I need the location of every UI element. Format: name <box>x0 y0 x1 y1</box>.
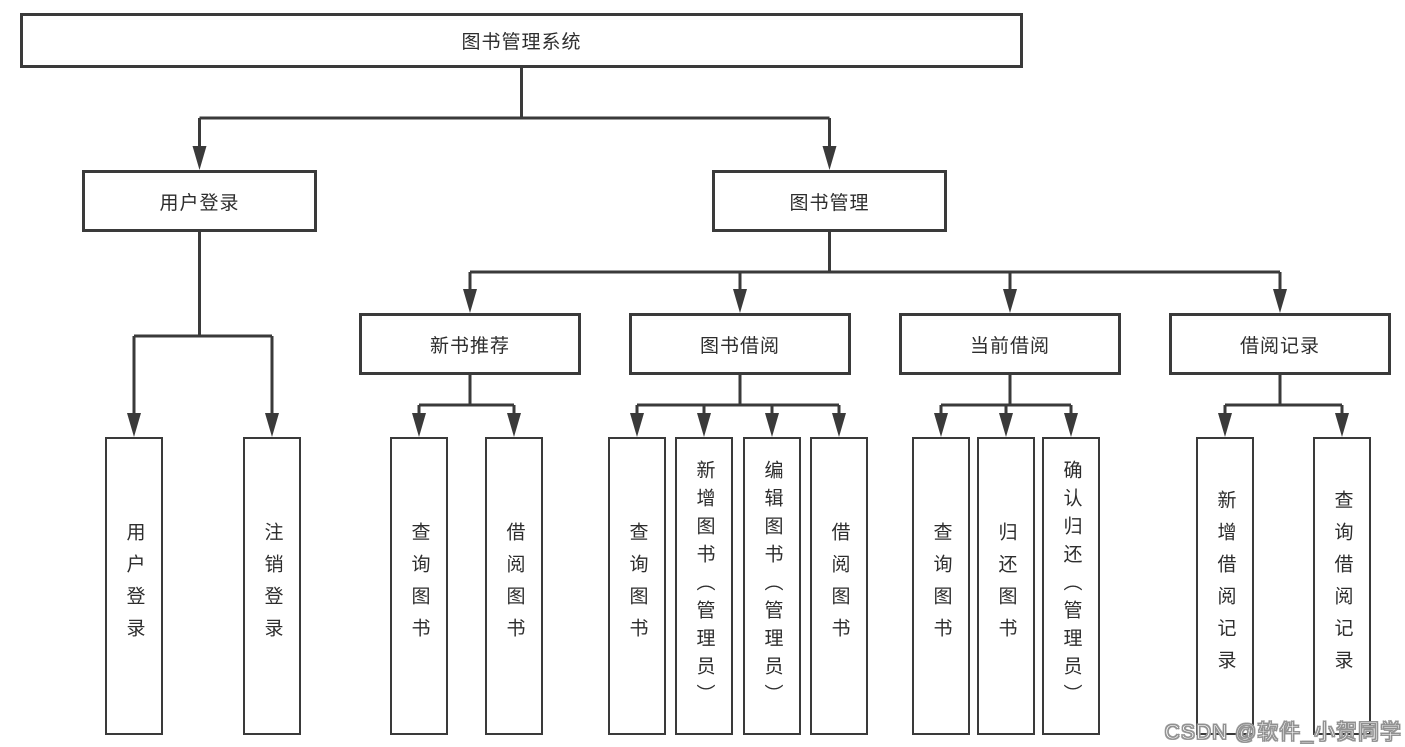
arrowhead <box>697 413 711 437</box>
leaf-current-return-book: 归还图书 <box>977 437 1035 735</box>
leaf-borrow-edit-book-admin: 编辑图书（管理员） <box>743 437 801 735</box>
arrowhead <box>127 413 141 437</box>
arrowhead <box>192 146 207 170</box>
arrowhead <box>507 413 521 437</box>
arrowhead <box>733 289 747 313</box>
connector-manage-split <box>468 232 1282 294</box>
connector-root-split <box>198 68 831 151</box>
arrowhead <box>1335 413 1349 437</box>
arrowhead <box>630 413 644 437</box>
csdn-watermark: CSDN @软件_小贺同学 <box>1164 721 1402 745</box>
leaf-current-query-book: 查询图书 <box>912 437 970 735</box>
leaf-newbook-query-book: 查询图书 <box>390 437 448 735</box>
connector-borrow-split <box>635 375 841 418</box>
arrowhead <box>463 289 477 313</box>
leaf-current-confirm-return-admin: 确认归还（管理员） <box>1042 437 1100 735</box>
node-new-book-recommend: 新书推荐 <box>359 313 581 375</box>
leaf-logout: 注销登录 <box>243 437 301 735</box>
node-root: 图书管理系统 <box>20 13 1023 68</box>
arrowhead <box>934 413 948 437</box>
leaf-user-login: 用户登录 <box>105 437 163 735</box>
node-book-borrow: 图书借阅 <box>629 313 851 375</box>
arrowhead <box>765 413 779 437</box>
arrowhead <box>832 413 846 437</box>
node-current-borrow: 当前借阅 <box>899 313 1121 375</box>
arrowhead <box>999 413 1013 437</box>
arrowhead <box>1273 289 1287 313</box>
connector-newbook-split <box>417 375 516 418</box>
node-book-management: 图书管理 <box>712 170 947 232</box>
arrowhead <box>1218 413 1232 437</box>
arrowhead <box>412 413 426 437</box>
arrowhead <box>1003 289 1017 313</box>
node-user-login: 用户登录 <box>82 170 317 232</box>
arrowhead <box>265 413 279 437</box>
leaf-borrow-add-book-admin: 新增图书（管理员） <box>675 437 733 735</box>
arrowheads <box>127 146 1349 437</box>
connector-record-split <box>1223 375 1344 418</box>
node-borrow-record: 借阅记录 <box>1169 313 1391 375</box>
leaf-newbook-borrow-book: 借阅图书 <box>485 437 543 735</box>
leaf-borrow-borrow-book: 借阅图书 <box>810 437 868 735</box>
arrowhead <box>822 146 837 170</box>
arrowhead <box>1064 413 1078 437</box>
connector-login-split <box>132 232 274 418</box>
connector-current-split <box>939 375 1073 418</box>
leaf-record-query-borrow-record: 查询借阅记录 <box>1313 437 1371 735</box>
leaf-record-add-borrow-record: 新增借阅记录 <box>1196 437 1254 735</box>
leaf-borrow-query-book: 查询图书 <box>608 437 666 735</box>
